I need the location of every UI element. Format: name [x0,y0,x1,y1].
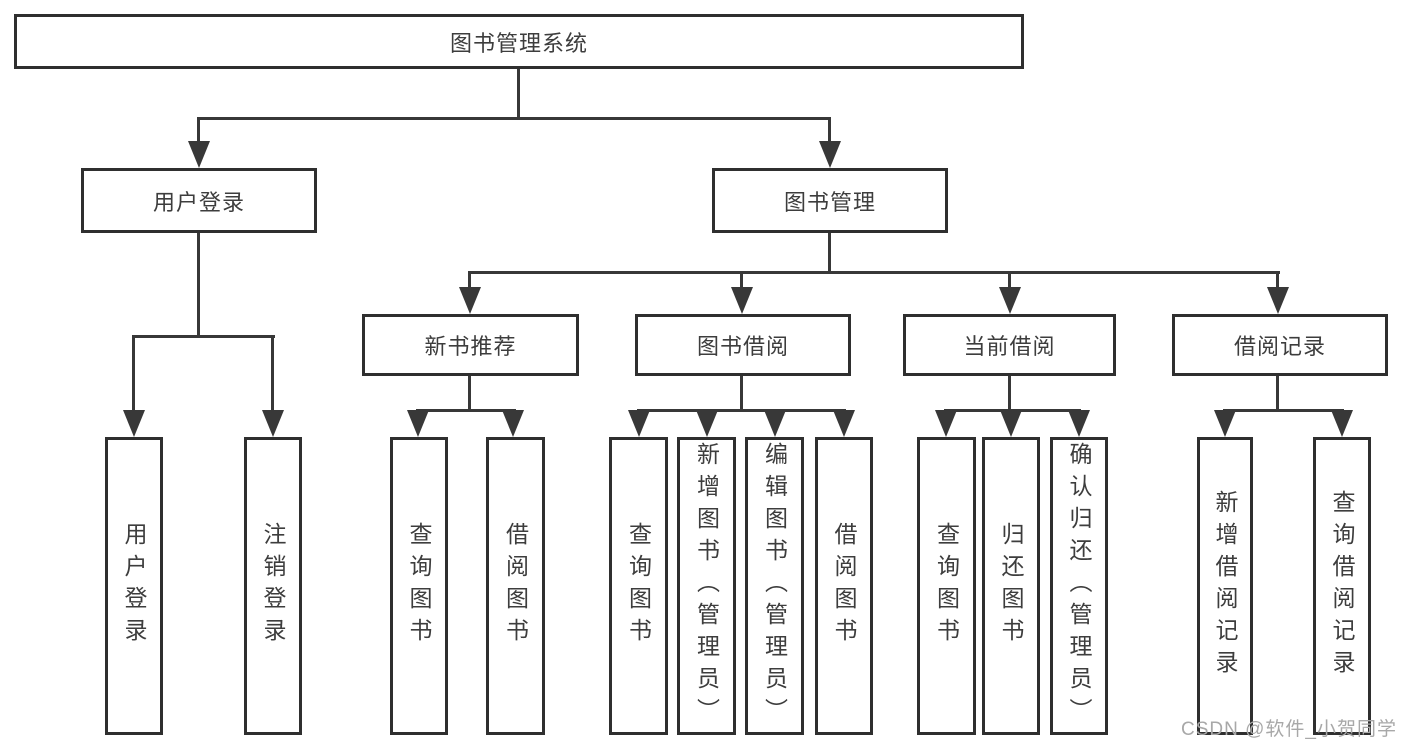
node-label: 确认归还（管理员） [1066,442,1092,730]
node-label: 查询借阅记录 [1329,490,1355,682]
node-label: 查询图书 [625,522,652,650]
connector-line [637,409,846,412]
node-label: 借阅图书 [831,522,857,650]
connector-arrowhead [188,141,210,168]
node-label: 注销登录 [260,522,286,650]
node-leaf-user-login: 用户登录 [105,437,163,735]
node-new-book-recommend: 新书推荐 [362,314,579,376]
connector-arrowhead [123,410,145,437]
node-label: 查询图书 [933,522,960,650]
node-label: 新书推荐 [424,334,517,359]
connector-line [1276,271,1279,290]
node-label: 新增图书（管理员） [693,442,720,730]
connector-line [1008,271,1011,290]
connector-arrowhead [1214,410,1236,437]
connector-line [517,68,520,120]
node-leaf-borrow-books-borrow: 借阅图书 [815,437,873,735]
node-label: 图书管理 [783,189,876,215]
node-label: 编辑图书（管理员） [761,442,788,730]
node-book-management: 图书管理 [712,168,948,233]
connector-line [468,271,471,290]
watermark: CSDN @软件_小贺同学 [1181,719,1397,740]
connector-line [468,375,471,412]
node-label: 图书管理系统 [449,30,588,56]
connector-line [468,271,1280,274]
connector-arrowhead [262,410,284,437]
connector-arrowhead [407,410,429,437]
connector-arrowhead [1331,410,1353,437]
node-leaf-query-borrow-record: 查询借阅记录 [1313,437,1371,735]
node-leaf-edit-book-admin: 编辑图书（管理员） [745,437,804,735]
connector-line [1223,409,1344,412]
node-library-system-root: 图书管理系统 [14,14,1024,69]
node-leaf-borrow-books-recommend: 借阅图书 [486,437,545,735]
node-label: 当前借阅 [963,334,1056,359]
node-label: 用户登录 [121,522,147,650]
node-user-login-group: 用户登录 [81,168,317,233]
connector-arrowhead [1000,410,1022,437]
node-label: 用户登录 [152,189,245,215]
node-leaf-logout: 注销登录 [244,437,302,735]
node-book-borrow: 图书借阅 [635,314,851,376]
node-label: 图书借阅 [696,334,789,359]
connector-line [197,117,831,120]
connector-line [197,117,200,144]
connector-arrowhead [764,410,786,437]
node-label: 归还图书 [998,522,1024,650]
connector-arrowhead [502,410,524,437]
connector-line [1276,375,1279,412]
node-label: 查询图书 [406,522,432,650]
connector-line [271,335,274,413]
node-label: 借阅图书 [502,522,529,650]
connector-arrowhead [696,410,718,437]
connector-arrowhead [1068,410,1090,437]
connector-arrowhead [833,410,855,437]
connector-line [197,232,200,337]
node-borrow-records: 借阅记录 [1172,314,1388,376]
connector-arrowhead [1267,287,1289,314]
node-current-borrow: 当前借阅 [903,314,1116,376]
connector-line [132,335,275,338]
node-leaf-return-book: 归还图书 [982,437,1040,735]
node-leaf-add-book-admin: 新增图书（管理员） [677,437,736,735]
node-leaf-confirm-return-admin: 确认归还（管理员） [1050,437,1108,735]
connector-arrowhead [731,287,753,314]
connector-arrowhead [819,141,841,168]
connector-arrowhead [459,287,481,314]
connector-arrowhead [999,287,1021,314]
node-label: 新增借阅记录 [1212,490,1238,682]
connector-arrowhead [628,410,650,437]
node-leaf-query-books-current: 查询图书 [917,437,976,735]
connector-line [416,409,516,412]
node-label: 借阅记录 [1233,334,1326,359]
connector-line [828,232,831,274]
node-leaf-query-books-borrow: 查询图书 [609,437,668,735]
connector-line [132,335,135,413]
connector-arrowhead [935,410,957,437]
connector-line [740,271,743,290]
connector-line [740,375,743,412]
connector-line [828,117,831,144]
node-leaf-query-books-recommend: 查询图书 [390,437,448,735]
node-leaf-add-borrow-record: 新增借阅记录 [1197,437,1253,735]
connector-line [1008,375,1011,412]
